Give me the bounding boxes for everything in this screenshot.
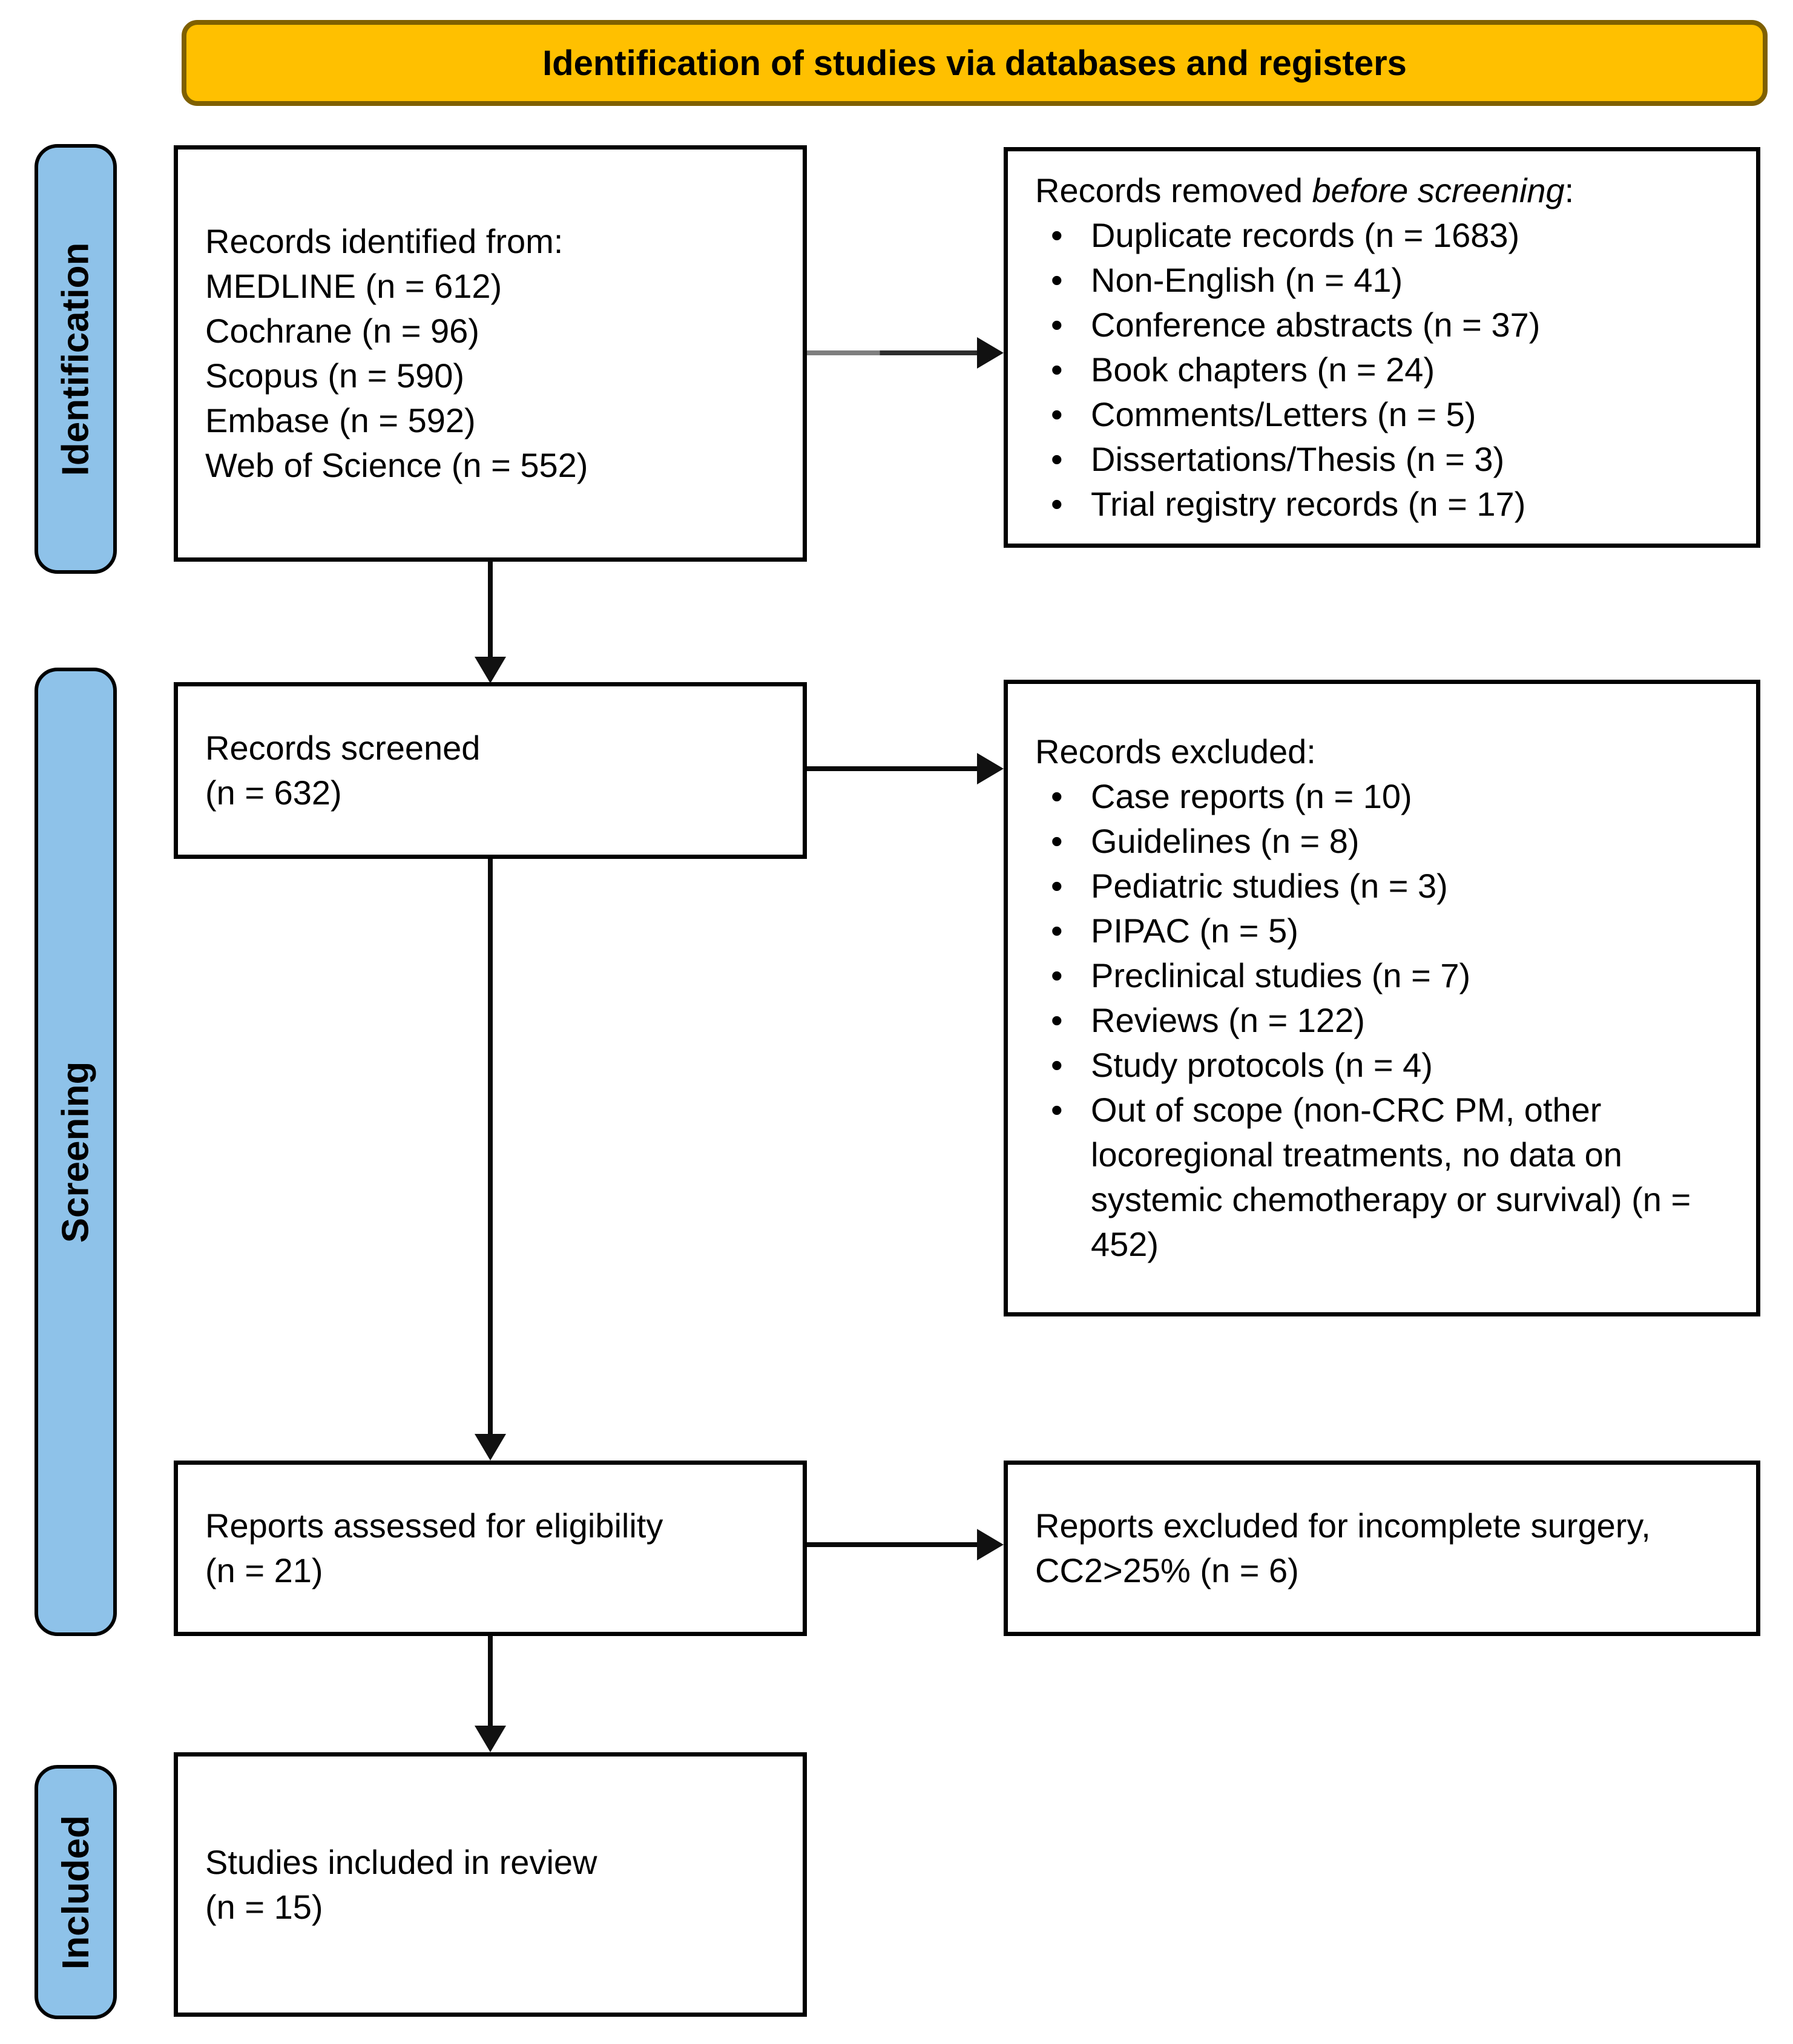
records-identified-lines: Records identified from: MEDLINE (n = 612… bbox=[205, 219, 775, 488]
records-identified-line: Web of Science (n = 552) bbox=[205, 446, 588, 484]
box-studies-included: Studies included in review (n = 15) bbox=[174, 1752, 807, 2017]
banner: Identification of studies via databases … bbox=[182, 20, 1768, 106]
arrowhead-assessed-to-included bbox=[475, 1726, 506, 1752]
reports-excluded-text: Reports excluded for incomplete surgery,… bbox=[1035, 1507, 1651, 1589]
arrowhead-identified-to-screened bbox=[475, 657, 506, 683]
stage-bar-screening: Screening bbox=[35, 668, 117, 1636]
records-removed-title-italic: before screening bbox=[1312, 171, 1565, 209]
records-identified-line: Records identified from: bbox=[205, 222, 564, 260]
records-removed-bullet: Conference abstracts (n = 37) bbox=[1035, 303, 1729, 347]
records-identified-line: Scopus (n = 590) bbox=[205, 357, 465, 395]
arrow-line-assessed-to-reports-excluded bbox=[807, 1542, 981, 1547]
arrowhead-identified-to-removed bbox=[977, 337, 1004, 369]
reports-assessed-line: (n = 21) bbox=[205, 1551, 323, 1589]
arrowhead-screened-to-assessed bbox=[475, 1434, 506, 1461]
box-records-identified: Records identified from: MEDLINE (n = 612… bbox=[174, 145, 807, 562]
arrowhead-screened-to-excluded bbox=[977, 753, 1004, 784]
records-removed-bullets: Duplicate records (n = 1683)Non-English … bbox=[1035, 213, 1729, 527]
banner-title: Identification of studies via databases … bbox=[542, 43, 1407, 83]
stage-label-screening: Screening bbox=[54, 1061, 97, 1243]
arrow-line-assessed-to-included bbox=[488, 1635, 493, 1728]
records-excluded-title: Records excluded: bbox=[1035, 732, 1316, 771]
records-removed-bullet: Comments/Letters (n = 5) bbox=[1035, 392, 1729, 437]
records-removed-bullet: Trial registry records (n = 17) bbox=[1035, 482, 1729, 527]
records-removed-title: Records removed before screening: bbox=[1035, 168, 1729, 213]
box-records-excluded: Records excluded: Case reports (n = 10)G… bbox=[1004, 680, 1760, 1316]
records-excluded-bullet: Case reports (n = 10) bbox=[1035, 774, 1729, 819]
records-removed-bullet: Non-English (n = 41) bbox=[1035, 258, 1729, 303]
records-excluded-bullet: Study protocols (n = 4) bbox=[1035, 1043, 1729, 1088]
box-reports-assessed: Reports assessed for eligibility (n = 21) bbox=[174, 1461, 807, 1636]
records-excluded-bullet: Pediatric studies (n = 3) bbox=[1035, 864, 1729, 909]
stage-label-identification: Identification bbox=[54, 242, 97, 476]
records-excluded-bullet: PIPAC (n = 5) bbox=[1035, 909, 1729, 953]
records-excluded-bullet: Guidelines (n = 8) bbox=[1035, 819, 1729, 864]
records-identified-line: Cochrane (n = 96) bbox=[205, 312, 479, 350]
records-screened-lines: Records screened (n = 632) bbox=[205, 726, 775, 815]
stage-bar-included: Included bbox=[35, 1765, 117, 2019]
arrow-line-screened-to-assessed bbox=[488, 859, 493, 1438]
studies-included-line: Studies included in review bbox=[205, 1842, 597, 1881]
records-excluded-bullet: Reviews (n = 122) bbox=[1035, 998, 1729, 1043]
studies-included-lines: Studies included in review (n = 15) bbox=[205, 1840, 775, 1930]
records-removed-bullet: Dissertations/Thesis (n = 3) bbox=[1035, 437, 1729, 482]
stage-bar-identification: Identification bbox=[35, 144, 117, 574]
records-removed-bullet: Book chapters (n = 24) bbox=[1035, 347, 1729, 392]
records-screened-line: (n = 632) bbox=[205, 774, 342, 812]
records-excluded-bullet: Preclinical studies (n = 7) bbox=[1035, 953, 1729, 998]
box-reports-excluded: Reports excluded for incomplete surgery,… bbox=[1004, 1461, 1760, 1636]
records-identified-line: MEDLINE (n = 612) bbox=[205, 267, 502, 305]
reports-assessed-line: Reports assessed for eligibility bbox=[205, 1507, 663, 1545]
records-identified-line: Embase (n = 592) bbox=[205, 401, 476, 439]
arrowhead-assessed-to-reports-excluded bbox=[977, 1529, 1004, 1560]
records-removed-title-prefix: Records removed bbox=[1035, 171, 1312, 209]
records-screened-line: Records screened bbox=[205, 729, 481, 767]
arrow-line-screened-to-excluded bbox=[807, 766, 981, 771]
records-removed-bullet: Duplicate records (n = 1683) bbox=[1035, 213, 1729, 258]
records-excluded-bullets: Case reports (n = 10)Guidelines (n = 8)P… bbox=[1035, 774, 1729, 1267]
studies-included-line: (n = 15) bbox=[205, 1887, 323, 1926]
records-excluded-bullet: Out of scope (non-CRC PM, other locoregi… bbox=[1035, 1088, 1729, 1267]
box-records-removed: Records removed before screening: Duplic… bbox=[1004, 147, 1760, 548]
box-records-screened: Records screened (n = 632) bbox=[174, 682, 807, 859]
records-removed-title-suffix: : bbox=[1564, 171, 1574, 209]
stage-label-included: Included bbox=[54, 1815, 97, 1970]
arrow-line-identified-to-removed bbox=[807, 350, 981, 355]
reports-assessed-lines: Reports assessed for eligibility (n = 21) bbox=[205, 1503, 775, 1593]
arrow-line-identified-to-screened bbox=[488, 560, 493, 659]
